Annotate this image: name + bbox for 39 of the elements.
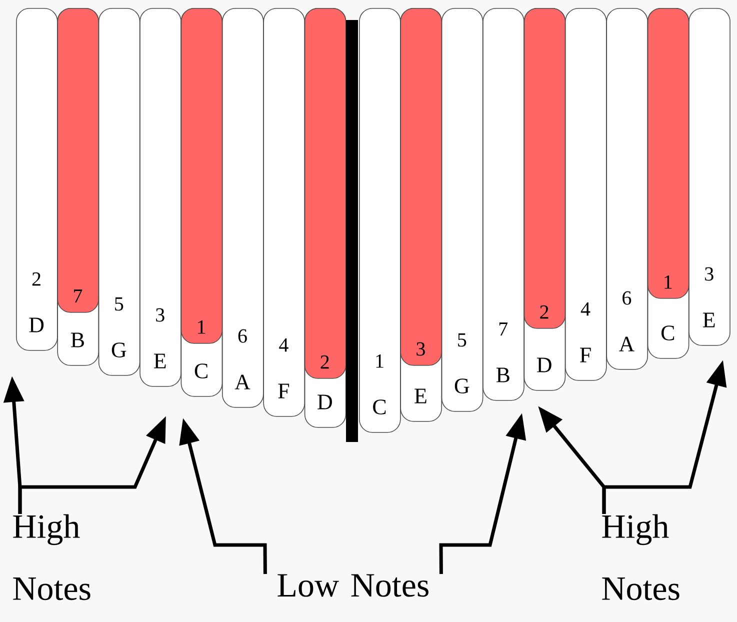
section-label: High Notes xyxy=(13,514,90,600)
note-label: 6 A xyxy=(234,329,250,390)
note-label: 6 A xyxy=(618,291,634,352)
tine xyxy=(16,8,58,351)
note-label: 4 F xyxy=(278,338,290,398)
note-label: C xyxy=(661,326,674,340)
tine xyxy=(98,8,140,376)
note-label: B xyxy=(71,332,84,348)
note-label: C xyxy=(194,364,208,378)
note-number: 2 xyxy=(540,305,548,319)
tine xyxy=(441,8,484,412)
note-label: 2 D xyxy=(29,272,44,332)
tine xyxy=(606,8,648,370)
note-label: 7 B xyxy=(496,322,510,382)
section-label: Low Notes xyxy=(278,574,428,597)
section-label: High Notes xyxy=(602,514,680,600)
note-label: 3 E xyxy=(703,267,715,328)
note-label: D xyxy=(318,394,332,410)
tine xyxy=(565,8,607,381)
note-label: D xyxy=(536,358,552,372)
tine xyxy=(359,8,401,433)
note-number: 2 xyxy=(320,355,329,369)
note-label: 1 C xyxy=(373,354,386,414)
note-number: 7 xyxy=(74,289,82,303)
tine xyxy=(688,8,730,346)
note-label: 4 F xyxy=(580,302,591,362)
note-number: 1 xyxy=(198,320,206,334)
tine xyxy=(263,8,305,417)
note-label: 3 E xyxy=(154,308,166,368)
tine xyxy=(222,8,264,408)
note-label: E xyxy=(414,388,426,404)
tine xyxy=(140,8,182,387)
tine xyxy=(482,8,524,401)
highlighted-tine-tip xyxy=(647,8,690,299)
note-label: 5 G xyxy=(112,297,126,358)
highlighted-tine-tip xyxy=(524,8,566,329)
note-number: 1 xyxy=(664,275,672,289)
note-number: 3 xyxy=(416,342,425,356)
note-label: 5 G xyxy=(454,333,470,394)
